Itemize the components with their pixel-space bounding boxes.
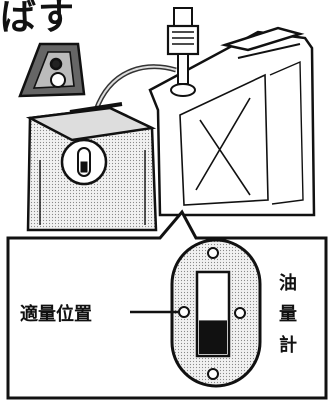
oil-gauge-label: 油 量 計 [276,268,300,361]
gauge-fill-level [199,320,227,354]
heater-tank [18,42,158,232]
oil-gauge-char-1: 油 [279,273,297,294]
siphon-pump [93,7,200,111]
jerry-can [148,26,316,217]
title-fragment: ばす [0,0,77,38]
tank-gauge-circle [60,138,108,186]
proper-level-label: 適量位置 [20,304,92,325]
magnified-gauge [130,238,262,388]
oil-gauge-char-2: 量 [279,304,297,325]
oil-gauge-char-3: 計 [279,335,297,356]
